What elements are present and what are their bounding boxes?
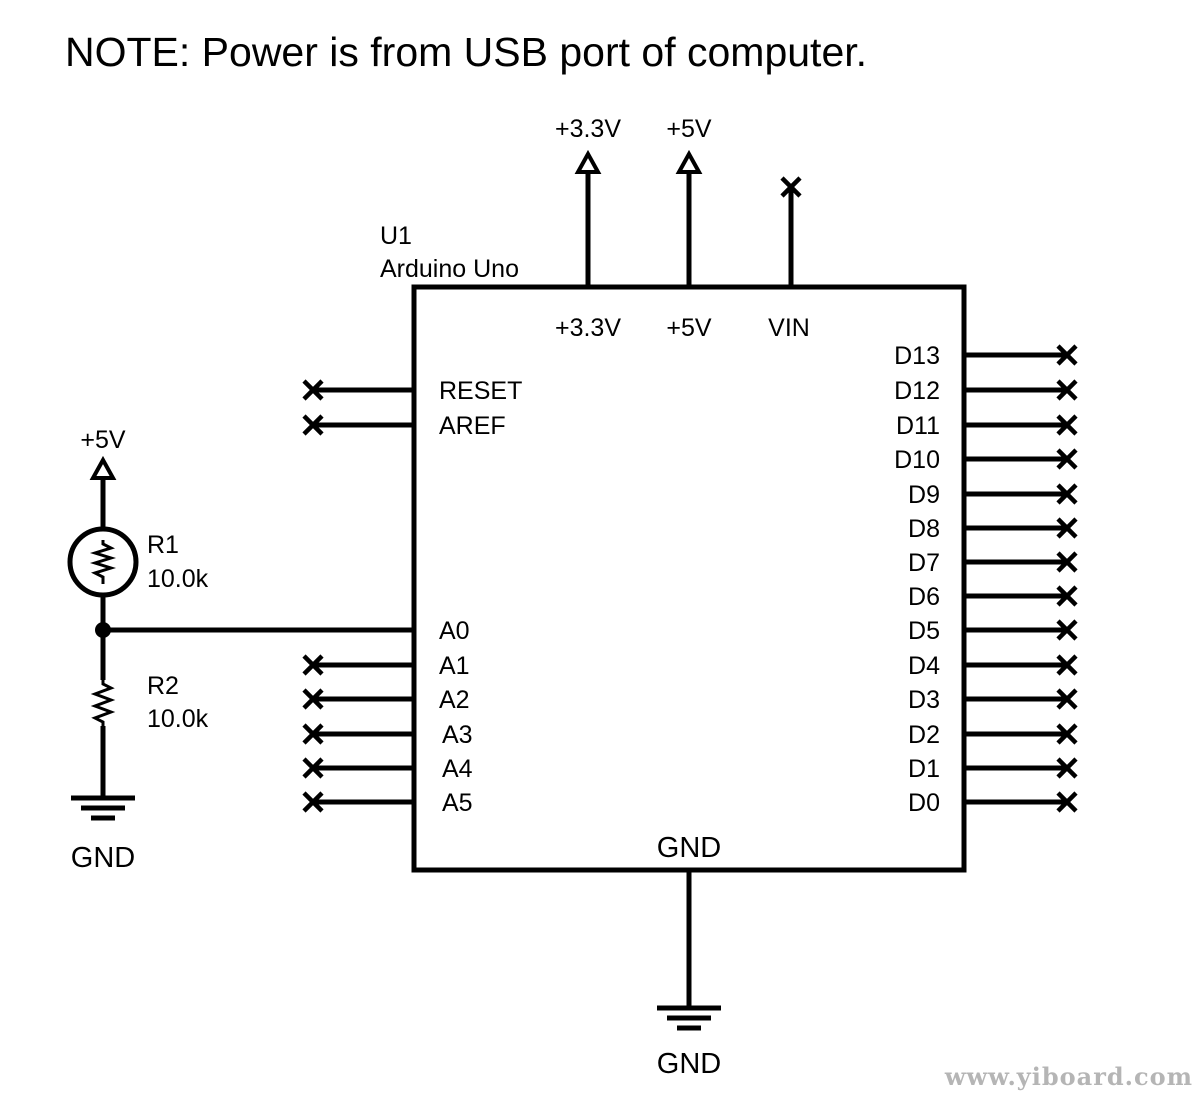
left-pin-reset: RESET: [302, 377, 522, 405]
left-pin-a1: A1: [302, 652, 470, 680]
pin-label-3v3: +3.3V: [555, 314, 621, 342]
right-pin-d10: D10: [894, 446, 1078, 474]
r2-value-label: 10.0k: [147, 705, 209, 733]
right-pin-d7: D7: [908, 549, 1078, 577]
right-pin-d9: D9: [908, 481, 1078, 509]
right-pin-d5: D5: [908, 617, 1078, 645]
ground-label-bottom: GND: [657, 1048, 721, 1080]
pin-label-d1: D1: [908, 755, 940, 783]
pin-label-a5: A5: [442, 789, 473, 817]
pin-label-a0: A0: [439, 617, 470, 645]
pin-label-d6: D6: [908, 583, 940, 611]
rail-5v-label: +5V: [666, 115, 712, 143]
right-pin-d0: D0: [908, 789, 1078, 817]
power-arrow-icon: [574, 149, 602, 174]
pin-label-d0: D0: [908, 789, 940, 817]
u1-name-label: Arduino Uno: [380, 255, 519, 283]
right-pin-d13: D13: [894, 342, 1078, 370]
right-pin-d4: D4: [908, 652, 1078, 680]
pin-label-d2: D2: [908, 721, 940, 749]
right-pin-d11: D11: [896, 412, 1078, 440]
pin-5v-wire: [675, 149, 703, 287]
pin-label-d9: D9: [908, 481, 940, 509]
pin-3v3-wire: [574, 149, 602, 287]
r1-photoresistor: [67, 526, 139, 598]
pin-label-d8: D8: [908, 515, 940, 543]
right-pin-d1: D1: [908, 755, 1078, 783]
left-pin-a5: A5: [302, 789, 473, 817]
pin-vin-wire: [780, 176, 802, 287]
left-pin-a0: A0: [439, 617, 470, 645]
pin-label-a4: A4: [442, 755, 473, 783]
pin-label-d4: D4: [908, 652, 940, 680]
power-arrow-icon: [89, 455, 117, 480]
pin-label-d11: D11: [896, 412, 940, 440]
power-note: NOTE: Power is from USB port of computer…: [65, 29, 867, 75]
pin-label-a2: A2: [439, 686, 470, 714]
right-pin-d8: D8: [908, 515, 1078, 543]
pin-label-a3: A3: [442, 721, 473, 749]
right-pin-d12: D12: [894, 377, 1078, 405]
left-pin-aref: AREF: [302, 412, 506, 440]
left-pin-a2: A2: [302, 686, 470, 714]
pin-label-d13: D13: [894, 342, 940, 370]
r1-ref-label: R1: [147, 531, 179, 559]
r2-resistor: [90, 680, 116, 726]
arduino-uno-body: [411, 284, 967, 873]
pin-label-d7: D7: [908, 549, 940, 577]
pin-label-d3: D3: [908, 686, 940, 714]
pin-label-d10: D10: [894, 446, 940, 474]
power-arrow-icon: [675, 149, 703, 174]
rail-3v3-label: +3.3V: [555, 115, 621, 143]
pin-label-5v: +5V: [666, 314, 712, 342]
pin-label-d5: D5: [908, 617, 940, 645]
right-pin-d6: D6: [908, 583, 1078, 611]
left-pin-a4: A4: [302, 755, 473, 783]
watermark: www.yiboard.com: [944, 1062, 1193, 1091]
pin-label-a1: A1: [439, 652, 470, 680]
pin-label-reset: RESET: [439, 377, 522, 405]
pin-label-aref: AREF: [439, 412, 506, 440]
ground-label-left: GND: [71, 842, 135, 874]
rail-left-5v-label: +5V: [80, 426, 126, 454]
right-pin-d2: D2: [908, 721, 1078, 749]
r1-value-label: 10.0k: [147, 565, 209, 593]
pin-label-gnd: GND: [657, 832, 721, 864]
left-pin-a3: A3: [302, 721, 473, 749]
pin-label-d12: D12: [894, 377, 940, 405]
pin-label-vin: VIN: [768, 314, 810, 342]
r2-ref-label: R2: [147, 672, 179, 700]
ground-symbol-icon: [657, 1005, 721, 1031]
ground-symbol-icon: [71, 795, 135, 821]
right-pin-d3: D3: [908, 686, 1078, 714]
u1-ref-label: U1: [380, 222, 412, 250]
